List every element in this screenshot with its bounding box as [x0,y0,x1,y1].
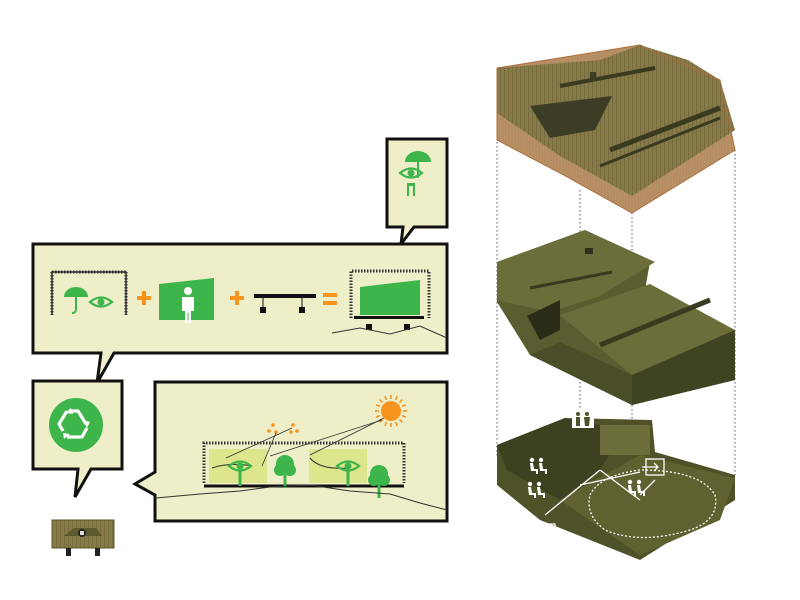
shelter-frame [50,270,128,315]
sun-icon [375,395,407,427]
restroom-icon [572,410,594,428]
exploded-axonometric [496,44,736,560]
ground-line [155,484,448,511]
guide-lines [496,78,736,475]
entry-arrow-icon [533,523,556,541]
entry-arrow-icon [642,458,665,476]
umbrella-eye-icon [398,151,431,196]
building-thumbnail [51,519,115,556]
section-building [202,417,406,488]
umbrella-eye-icon [335,460,361,486]
rain-drops [267,423,299,434]
recycle-callout [31,379,124,498]
environment-section-panel [131,380,449,523]
equals-icon [323,293,337,305]
platform-icon [254,294,316,313]
result-building [331,269,448,339]
plus-icon [137,291,151,305]
person-box [159,278,214,323]
roof-layer [496,44,736,214]
umbrella-eye-icon [227,460,253,486]
concept-equation-panel [31,242,449,384]
plan-layer [497,410,735,560]
shell-layer [497,230,735,405]
recycle-icon [49,398,103,452]
umbrella-callout [385,137,449,250]
plus-icon [230,291,244,305]
